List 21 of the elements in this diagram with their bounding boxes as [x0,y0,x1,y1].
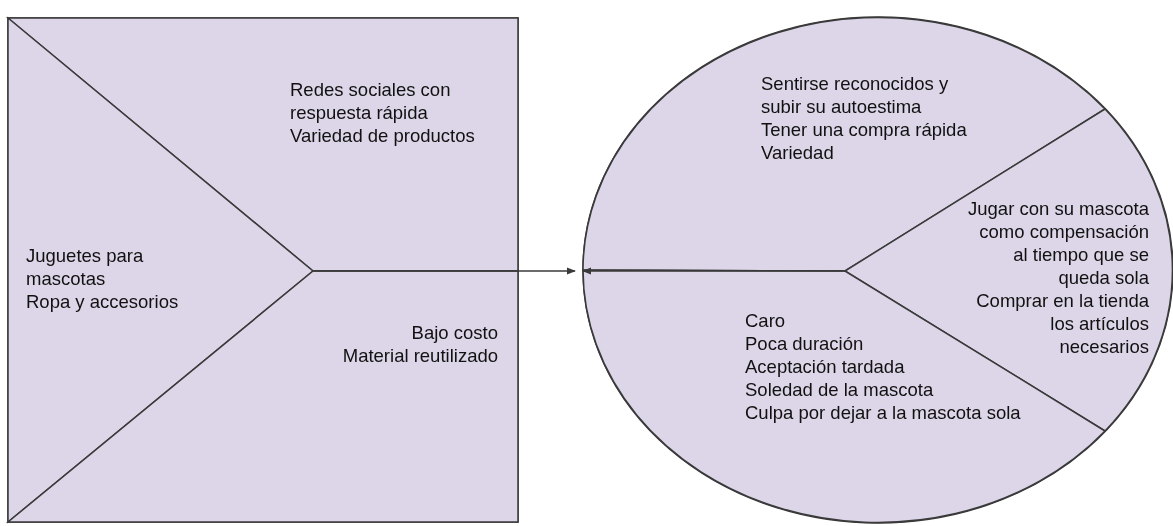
section-text: Jugar con su mascota como compensación al tiempo que se queda sola [967,197,1149,289]
section-text: Sentirse reconocidos y subir su autoestima [761,72,950,118]
section-text: Variedad [761,141,834,164]
arrow [312,267,576,275]
section-text: Caro [745,309,786,332]
canvas-square [8,18,518,522]
arrow [582,267,846,275]
section-text: Bajo costo [411,321,498,344]
section-text: Tener una compra rápida [761,118,967,141]
canvas-section [8,18,518,271]
section-text: Soledad de la mascota [745,378,934,401]
section-text: Redes sociales con respuesta rápida [290,78,452,124]
section-text: Material reutilizado [342,344,498,367]
canvas-section [8,271,518,522]
section-text: Variedad de productos [290,124,475,147]
section-text: Ropa y accesorios [26,290,179,313]
section-text: Poca duración [745,332,864,355]
section-text: Aceptación tardada [745,355,905,378]
section-text: Juguetes para mascotas [26,244,145,290]
section-text: Comprar en la tienda los artículos necesarios [975,289,1149,358]
section-text: Culpa por dejar a la mascota sola [745,401,1021,424]
